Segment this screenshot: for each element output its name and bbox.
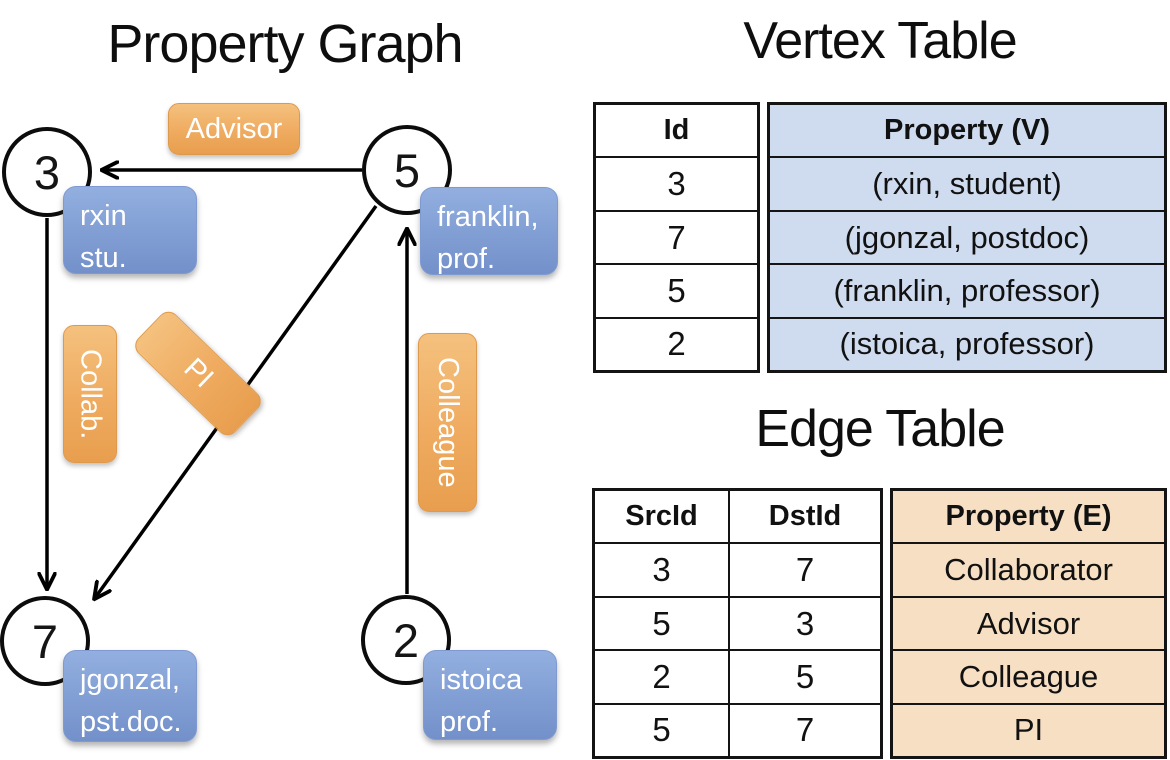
edge-table-property-cell: Advisor <box>893 595 1164 649</box>
edge-table-src-header: SrcId <box>625 500 698 533</box>
edge-label-advisor: Advisor <box>168 103 300 155</box>
edge-table: SrcId 3 5 2 5 DstId 7 3 5 7 Property (E)… <box>592 488 1167 759</box>
edge-table-src-cell: 5 <box>595 702 728 756</box>
vertex-table-property-cell: (istoica, professor) <box>770 316 1164 370</box>
vertex-table-property-cell: (rxin, student) <box>770 156 1164 209</box>
vertex-property-line: rxin <box>80 200 127 232</box>
edge-table-dst-cell: 7 <box>730 702 880 756</box>
vertex-property-line: istoica <box>440 664 523 696</box>
vertex-table-id-cell: 7 <box>596 209 757 263</box>
vertex-node-2: 2 <box>361 595 451 685</box>
edge-table-src-cell: 5 <box>595 595 728 649</box>
edge-table-src-cell: 2 <box>595 649 728 702</box>
vertex-table-id-cell: 5 <box>596 263 757 316</box>
vertex-property-box-3: rxin stu. <box>63 186 197 274</box>
vertex-table-id-header: Id <box>663 114 690 147</box>
vertex-property-box-5: franklin, prof. <box>420 187 558 275</box>
vertex-id: 3 <box>33 145 61 199</box>
vertex-table-id-cell: 3 <box>596 156 757 209</box>
vertex-property-line: prof. <box>437 243 496 276</box>
vertex-table-property-cell: (jgonzal, postdoc) <box>770 209 1164 263</box>
vertex-property-line: jgonzal, <box>80 664 180 696</box>
edge-label-colleague: Colleague <box>418 333 477 512</box>
vertex-property-line: pst.doc. <box>80 706 182 739</box>
vertex-table-id-cell: 2 <box>596 316 757 370</box>
vertex-property-line: stu. <box>80 242 127 275</box>
vertex-id: 2 <box>392 613 420 667</box>
edge-table-dst-cell: 5 <box>730 649 880 702</box>
vertex-table: Id 3 7 5 2 Property (V) (rxin, student) … <box>593 102 1167 373</box>
edge-table-property-column: Property (E) Collaborator Advisor Collea… <box>890 488 1167 759</box>
edge-label-collab: Collab. <box>63 325 117 463</box>
edge-table-dst-cell: 7 <box>730 542 880 595</box>
edge-table-property-cell: Collaborator <box>893 542 1164 595</box>
vertex-node-5: 5 <box>362 125 452 215</box>
vertex-table-id-column: Id 3 7 5 2 <box>593 102 760 373</box>
vertex-property-box-7: jgonzal, pst.doc. <box>63 650 197 742</box>
edge-table-title: Edge Table <box>755 400 1005 458</box>
vertex-table-title: Vertex Table <box>743 12 1017 70</box>
edge-table-property-cell: Colleague <box>893 649 1164 702</box>
property-graph-title: Property Graph <box>107 14 463 74</box>
edge-table-id-columns: SrcId 3 5 2 5 DstId 7 3 5 7 <box>592 488 883 759</box>
vertex-id: 5 <box>393 143 421 197</box>
edge-table-dst-column: DstId 7 3 5 7 <box>728 491 880 756</box>
edge-table-property-cell: PI <box>893 702 1164 756</box>
edge-table-property-header: Property (E) <box>945 500 1112 533</box>
vertex-table-property-cell: (franklin, professor) <box>770 263 1164 316</box>
vertex-property-line: prof. <box>440 706 499 739</box>
vertex-table-property-header: Property (V) <box>884 114 1050 147</box>
edge-table-dst-header: DstId <box>768 500 842 533</box>
vertex-property-line: franklin, <box>437 201 539 233</box>
vertex-table-property-column: Property (V) (rxin, student) (jgonzal, p… <box>767 102 1167 373</box>
edge-table-src-column: SrcId 3 5 2 5 <box>595 491 728 756</box>
vertex-property-box-2: istoica prof. <box>423 650 557 740</box>
vertex-id: 7 <box>31 614 59 668</box>
edge-table-src-cell: 3 <box>595 542 728 595</box>
edge-table-dst-cell: 3 <box>730 595 880 649</box>
